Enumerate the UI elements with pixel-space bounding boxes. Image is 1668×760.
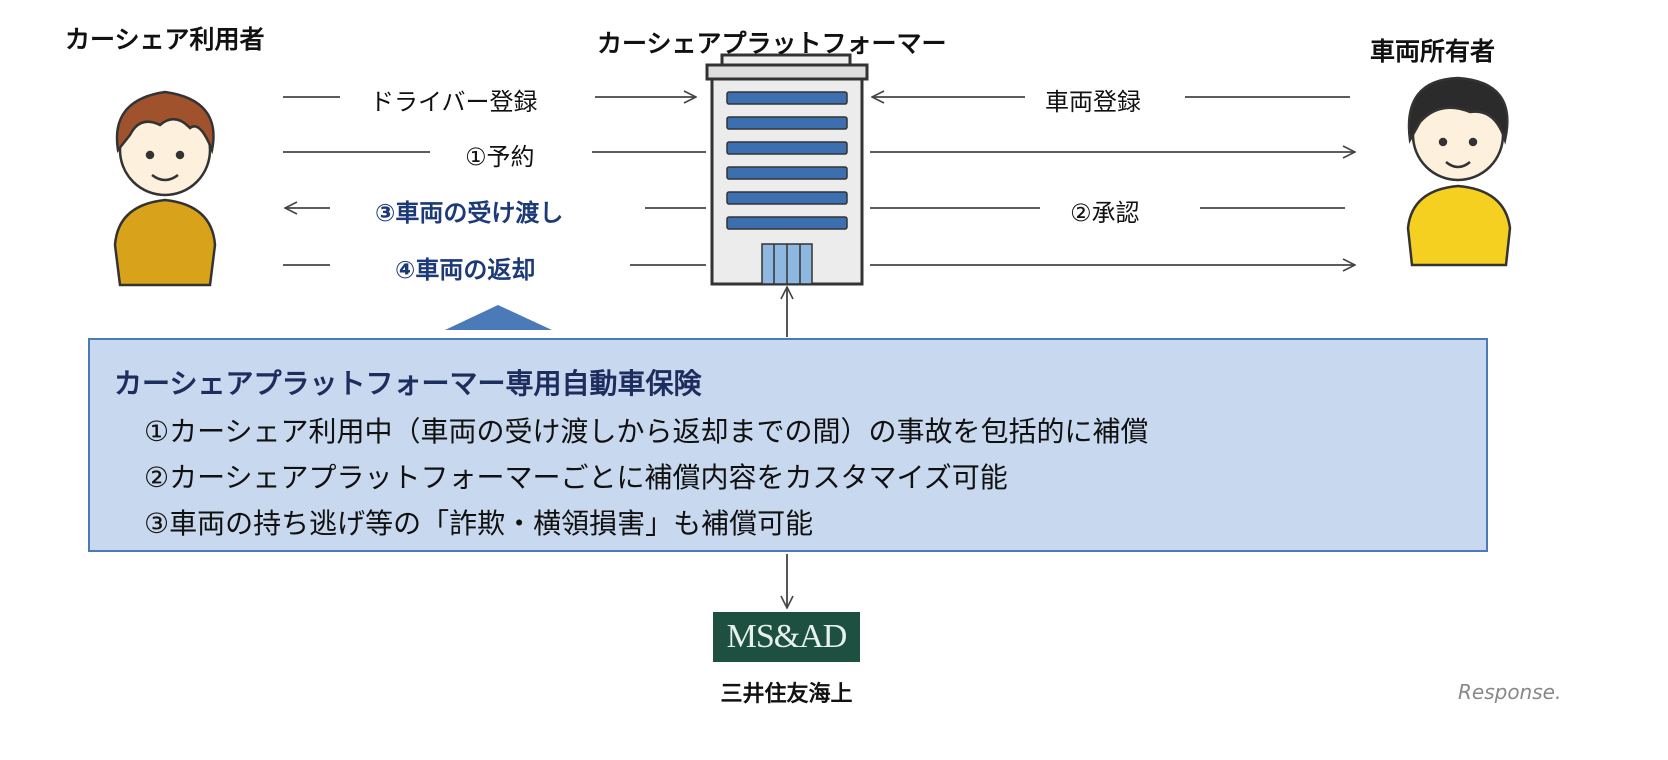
insurance-point: ③車両の持ち逃げ等の「詐欺・横領損害」も補償可能 <box>144 507 814 540</box>
watermark: Response. <box>1458 680 1562 704</box>
insurance-point: ②カーシェアプラットフォーマーごとに補償内容をカスタマイズ可能 <box>144 461 1008 494</box>
return-label: ④車両の返却 <box>395 256 536 284</box>
approval-label: ②承認 <box>1070 199 1140 227</box>
vehicle-owner-illustration <box>1406 76 1512 267</box>
car-share-user-illustration <box>113 90 217 287</box>
insurance-title: カーシェアプラットフォーマー専用自動車保険 <box>114 367 702 400</box>
building-icon <box>705 53 869 286</box>
msad-logo: MS&AD <box>713 612 860 662</box>
reservation-label: ①予約 <box>465 143 535 171</box>
platform-heading: カーシェアプラットフォーマー <box>597 29 947 58</box>
handover-label: ③車両の受け渡し <box>375 199 564 227</box>
insurance-point: ①カーシェア利用中（車両の受け渡しから返却までの間）の事故を包括的に補償 <box>144 415 1149 448</box>
user-heading: カーシェア利用者 <box>65 25 265 54</box>
owner-heading: 車両所有者 <box>1370 37 1496 66</box>
driver-registration-label: ドライバー登録 <box>370 88 538 116</box>
insurer-name: 三井住友海上 <box>720 682 853 707</box>
vehicle-registration-label: 車両登録 <box>1045 88 1141 116</box>
pointer-triangle <box>445 305 552 330</box>
insurance-summary-box: カーシェアプラットフォーマー専用自動車保険 ①カーシェア利用中（車両の受け渡しか… <box>88 338 1488 552</box>
